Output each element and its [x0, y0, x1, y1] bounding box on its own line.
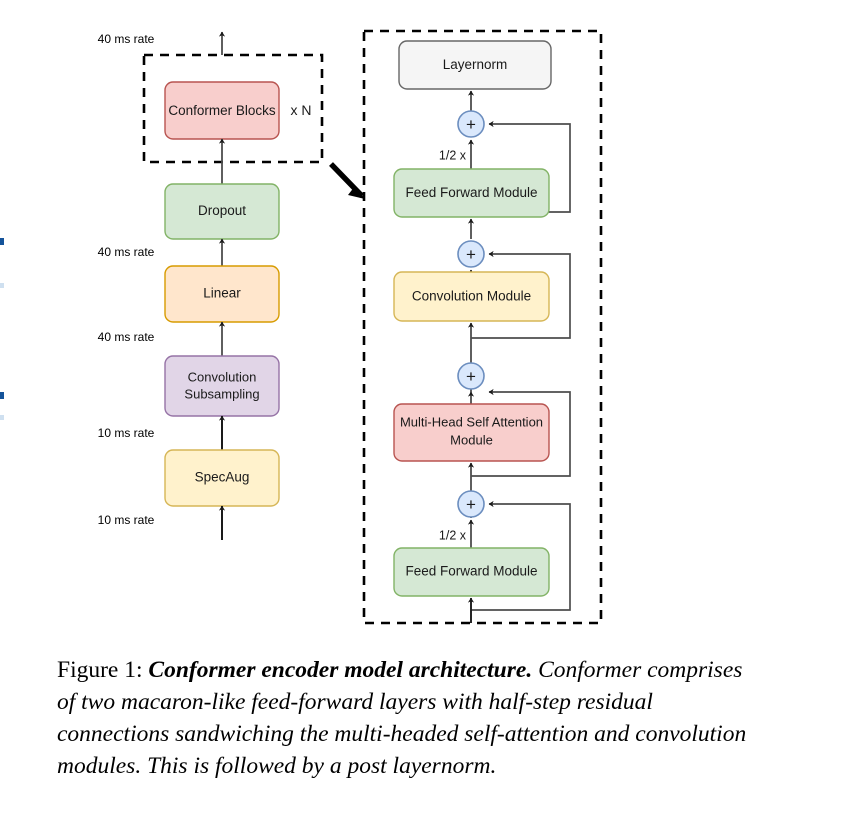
module-feed-forward-bottom[interactable]: [393, 547, 550, 597]
rate-label-subsampling-input: 10 ms rate: [98, 426, 155, 440]
module-label-feed-forward-bottom: Feed Forward Module: [405, 564, 537, 579]
page-bleed-artifact: [0, 238, 4, 245]
adder-node-self-attention: [457, 362, 485, 390]
block-label-convolution-subsampling-line1: Convolution: [188, 369, 257, 384]
adder-node-feed-forward-bottom: [457, 490, 485, 518]
block-label-specaug: SpecAug: [195, 470, 250, 485]
conformer-blocks-group-border: [142, 53, 324, 164]
expansion-pointer-arrow-head: [348, 186, 365, 199]
block-label-dropout: Dropout: [198, 203, 246, 218]
adder-node-convolution: [457, 240, 485, 268]
architecture-diagram: 40 ms rate Conformer Blocks x N Dropout …: [98, 29, 603, 625]
caption-title: Conformer encoder model architecture.: [148, 657, 533, 683]
adder-glyph-feed-forward-bottom: +: [466, 495, 476, 514]
page-bleed-artifact: [0, 392, 4, 399]
module-convolution[interactable]: [393, 271, 550, 322]
page-bleed-artifact: [0, 283, 4, 288]
repeat-count-label: x N: [291, 102, 312, 118]
adder-glyph-self-attention: +: [466, 367, 476, 386]
rate-label-encoder-output: 40 ms rate: [98, 32, 155, 46]
rate-label-dropout-input: 40 ms rate: [98, 245, 155, 259]
figure-caption: Figure 1: Conformer encoder model archit…: [57, 655, 749, 783]
module-feed-forward-top[interactable]: [393, 168, 550, 218]
block-label-conformer-blocks: Conformer Blocks: [168, 103, 276, 118]
scale-label-feed-forward-top: 1/2 x: [439, 148, 467, 162]
block-label-linear: Linear: [203, 286, 241, 301]
residual-connection-convolution: [471, 250, 571, 339]
adder-glyph-feed-forward-top: +: [466, 115, 476, 134]
module-label-self-attention-line1: Multi-Head Self Attention: [400, 414, 543, 429]
rate-label-specaug-input: 10 ms rate: [98, 513, 155, 527]
module-label-self-attention-line2: Module: [450, 432, 493, 447]
rate-label-linear-input: 40 ms rate: [98, 330, 155, 344]
caption-body: Conformer comprises of two macaron-like …: [57, 657, 747, 779]
caption-number: Figure 1:: [57, 657, 143, 683]
module-layernorm[interactable]: [398, 40, 552, 90]
block-label-convolution-subsampling-line2: Subsampling: [184, 386, 259, 401]
scale-label-feed-forward-bottom: 1/2 x: [439, 528, 467, 542]
adder-glyph-convolution: +: [466, 245, 476, 264]
page-bleed-artifact: [0, 415, 4, 420]
module-label-feed-forward-top: Feed Forward Module: [405, 185, 537, 200]
residual-connection-feed-forward-bottom: [471, 500, 571, 611]
module-label-convolution: Convolution Module: [412, 289, 531, 304]
module-label-layernorm: Layernorm: [443, 57, 508, 72]
adder-node-feed-forward-top: [457, 110, 485, 138]
conformer-block-detail-border: [362, 29, 603, 625]
residual-connection-self-attention: [471, 388, 571, 477]
module-multi-head-self-attention[interactable]: [393, 403, 550, 462]
